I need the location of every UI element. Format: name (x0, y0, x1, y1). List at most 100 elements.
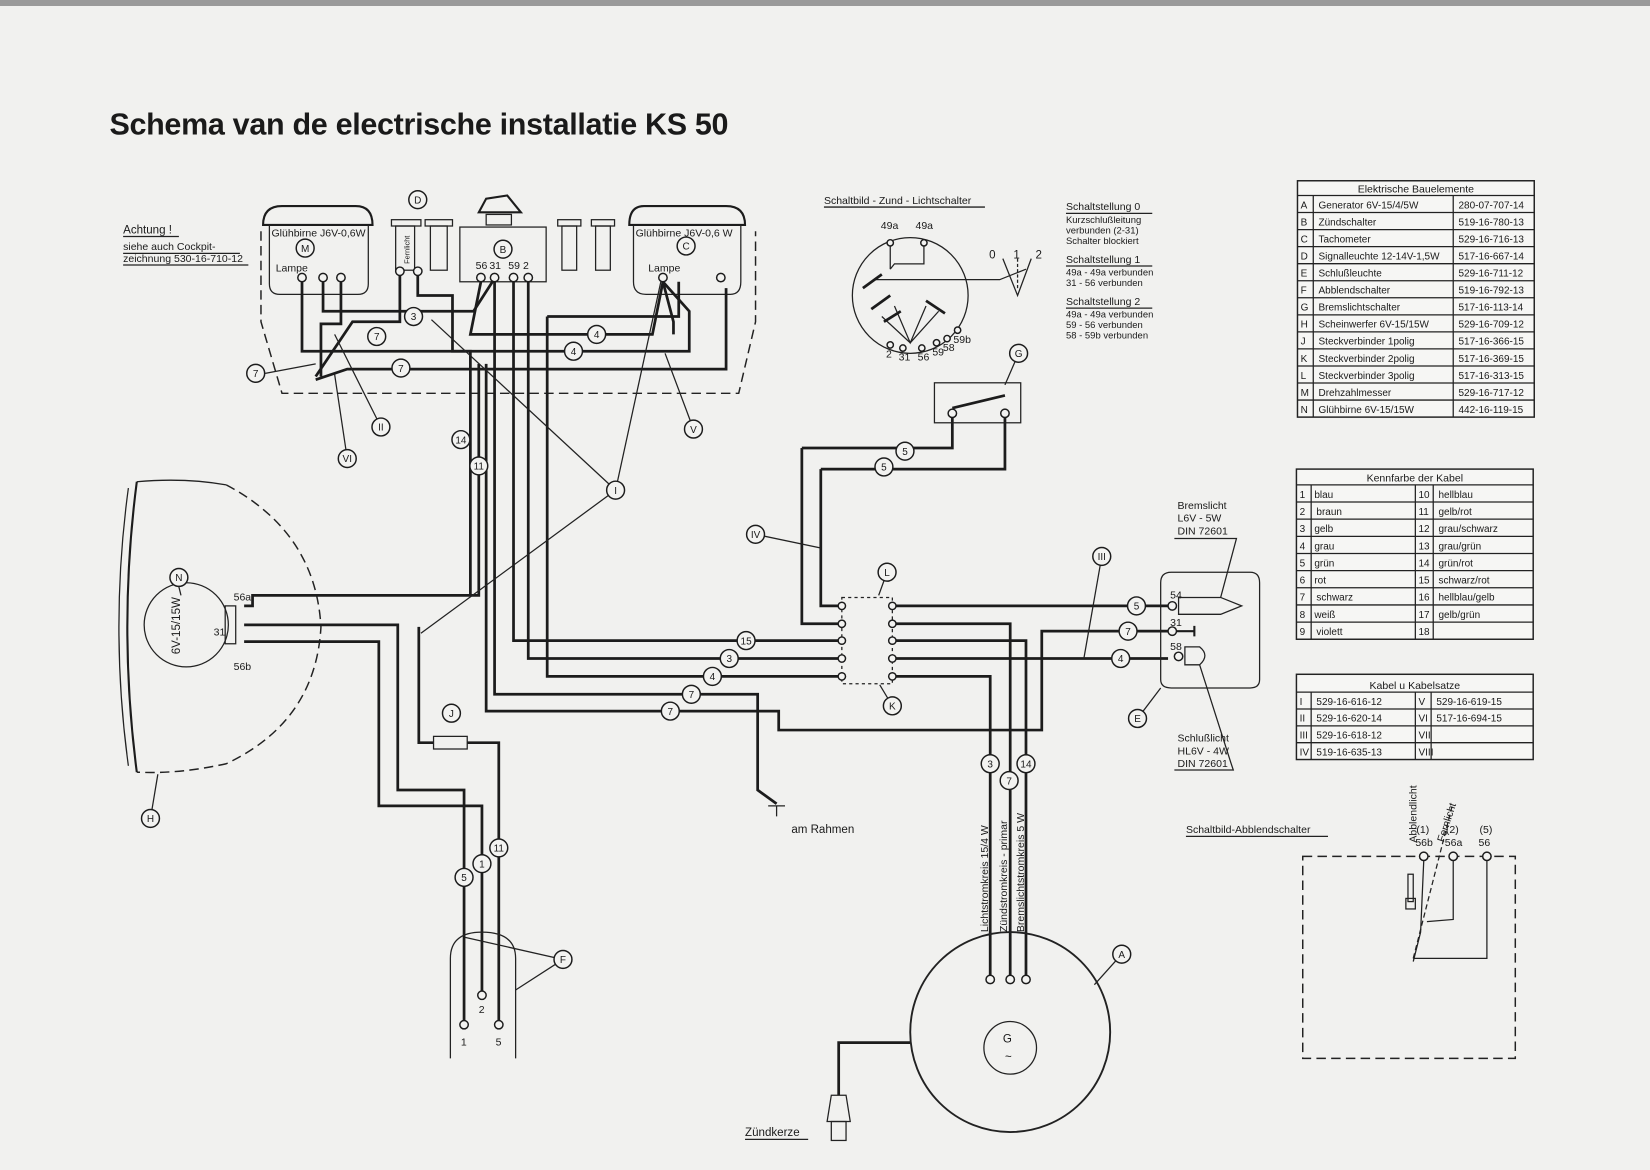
position-label: 1 (1013, 250, 1019, 262)
wire-tag: E (1127, 708, 1148, 729)
ground-label: am Rahmen (791, 824, 854, 836)
terminal-label: 2 (523, 260, 529, 272)
table-title: Elektrische Bauelemente (1358, 183, 1474, 195)
wire-tag-label: 7 (253, 369, 259, 380)
wire-tag-label: VI (343, 454, 352, 465)
table-cell: 5 (1300, 558, 1306, 569)
wire-tag: D (408, 190, 428, 210)
wire-tag-label: 1 (479, 859, 485, 870)
table-cell: 517-16-694-15 (1436, 714, 1502, 725)
dimmer-low-label: Abblendlicht (1407, 785, 1419, 842)
terminal-label: 58 (1170, 641, 1182, 653)
terminal-label: 31 (214, 626, 226, 638)
brake-switch-g (933, 382, 1022, 424)
terminal-label: 59b (953, 334, 971, 346)
table-cell: Signalleuchte 12-14V-1,5W (1319, 251, 1441, 262)
wire-tag-label: IV (751, 530, 761, 541)
table-cell: G (1301, 303, 1309, 314)
table-cell: 517-16-667-14 (1458, 251, 1524, 262)
wire-tag: V (683, 419, 704, 439)
position-label: 0 (989, 250, 995, 262)
table-row: L Steckverbinder 3polig 517-16-313-15 (1301, 371, 1525, 382)
table-cell: Steckverbinder 3polig (1319, 371, 1415, 382)
switch-position-line: Schalter blockiert (1066, 236, 1139, 247)
switch-position-line: 31 - 56 verbunden (1066, 278, 1143, 289)
tail-light-label: Schlußlicht (1178, 733, 1230, 745)
wire-tag: K (882, 696, 903, 716)
terminal-label: 56b (234, 661, 252, 673)
terminal-label: 2 (886, 349, 892, 361)
brake-light-label: DIN 72601 (1178, 525, 1228, 537)
wire-tag-label: 11 (494, 844, 505, 855)
ground-icon (768, 805, 786, 817)
table-title: Kabel u Kabelsatze (1369, 680, 1460, 692)
table-cell: Glühbirne 6V-15/15W (1319, 405, 1415, 416)
wire-tag: 5 (454, 867, 474, 888)
wire-tag-label: 3 (987, 759, 993, 770)
table-cell: 442-16-119-15 (1458, 405, 1523, 416)
lamp-label-left: Lampe (276, 262, 308, 274)
achtung-note: Achtung ! siehe auch Cockpit- zeichnung … (123, 224, 249, 266)
table-cell: 517-16-313-15 (1458, 371, 1524, 382)
wire-tag: 4 (586, 324, 607, 345)
wire-tag-label: II (378, 423, 384, 434)
wire-tag: 1 (472, 854, 492, 874)
spark-plug: Zündkerze (745, 1094, 851, 1142)
table-cell: 7 (1300, 593, 1306, 604)
table-cell: grau/schwarz (1438, 524, 1497, 535)
wire-tag-label: C (682, 242, 689, 253)
wire-tag: I (605, 480, 626, 500)
wire-tag-label: D (414, 195, 421, 206)
table-cell: gelb/grün (1438, 610, 1480, 621)
table-cell: J (1301, 337, 1306, 348)
connector-l-k (837, 596, 897, 685)
wire-tag: III (1092, 546, 1112, 567)
wire-tag-label: 7 (1006, 776, 1012, 787)
table-cell: 529-16-620-14 (1316, 714, 1382, 725)
terminal-label: 31 (1170, 617, 1182, 629)
wire-tag: 5 (895, 441, 915, 461)
table-cell: hellblau/gelb (1438, 593, 1495, 604)
wire-tag-label: E (1134, 714, 1141, 725)
wire-tag-label: 5 (902, 447, 908, 458)
terminal-label: 56a (234, 592, 252, 604)
wire-tag: 7 (367, 326, 387, 347)
wire-tag-label: 4 (710, 672, 716, 683)
wire-tag: 5 (1126, 596, 1147, 616)
table-cell: 11 (1418, 507, 1429, 518)
table-cell: 9 (1300, 627, 1306, 638)
wire-tag: C (676, 236, 696, 256)
wire-tag-label: III (1098, 552, 1106, 563)
table-cell: V (1418, 697, 1425, 708)
table-cell: L (1301, 371, 1307, 382)
wire-tag: 7 (246, 363, 266, 384)
table-cell: C (1301, 234, 1308, 245)
switch-position-line: verbunden (2-31) (1066, 225, 1139, 236)
wiring-diagram: Schema van de electrische installatie KS… (109, 107, 1535, 1142)
ignition-switch-title: Schaltbild - Zund - Lichtschalter (824, 195, 972, 207)
table-cell: B (1301, 217, 1308, 228)
table-cell: Tachometer (1319, 234, 1372, 245)
table-cell: IV (1300, 747, 1310, 758)
wire-tag-label: K (889, 702, 896, 713)
terminal-label: 56 (918, 352, 930, 364)
table-cell: 1 (1300, 490, 1306, 501)
terminal-label: (1) (1416, 824, 1429, 836)
wire-tag-label: A (1118, 950, 1125, 961)
dimmer-switch-schematic: Schaltbild-Abblendschalter Abblendlicht … (1185, 785, 1517, 1060)
ignition-switch-schematic: Schaltbild - Zund - Lichtschalter 49a 49… (824, 195, 1042, 364)
tail-light-label: DIN 72601 (1178, 758, 1228, 770)
